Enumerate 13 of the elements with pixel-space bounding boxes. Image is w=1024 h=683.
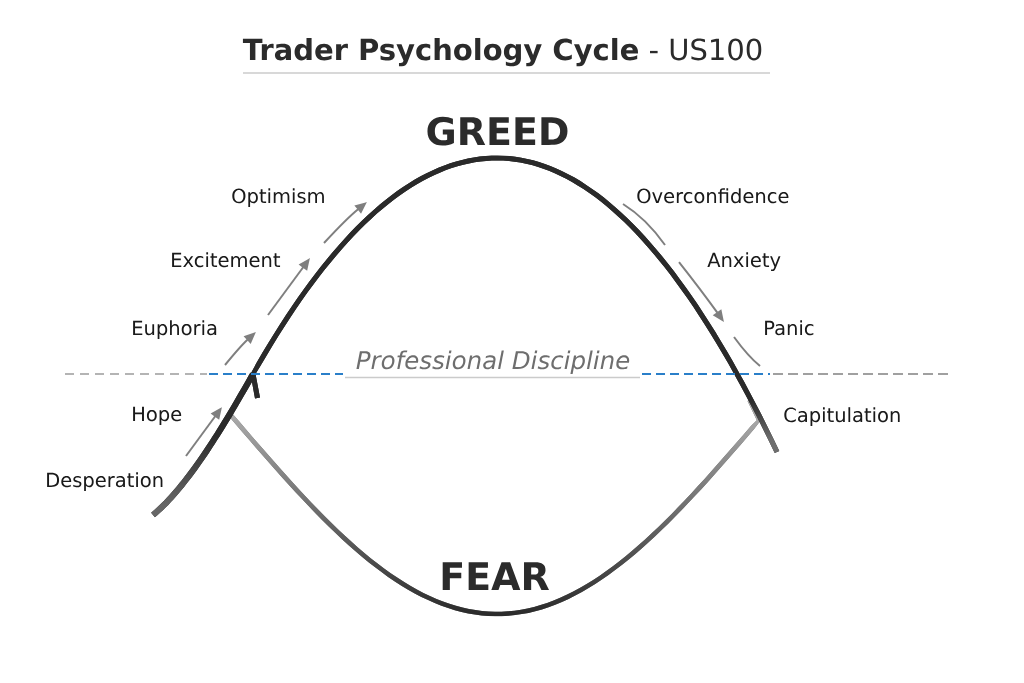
title: Trader Psychology Cycle - US100 [242,37,762,67]
stage-label: Panic [765,320,814,336]
stage-label: Overconfidence [637,188,789,204]
zone-label: FEAR [442,562,550,590]
stage-label: Euphoria [133,320,217,340]
line-label: Professional Discipline [356,350,630,375]
stage-label: Anxiety [707,252,781,272]
stage-label: Capitulation [784,407,900,427]
zone-label: GREED [427,116,568,146]
stage-label: Optimism [232,188,324,208]
stage-label: Hope [133,406,182,426]
stage-label: Desperation [47,472,163,492]
stage-label: Excitement [172,252,281,268]
